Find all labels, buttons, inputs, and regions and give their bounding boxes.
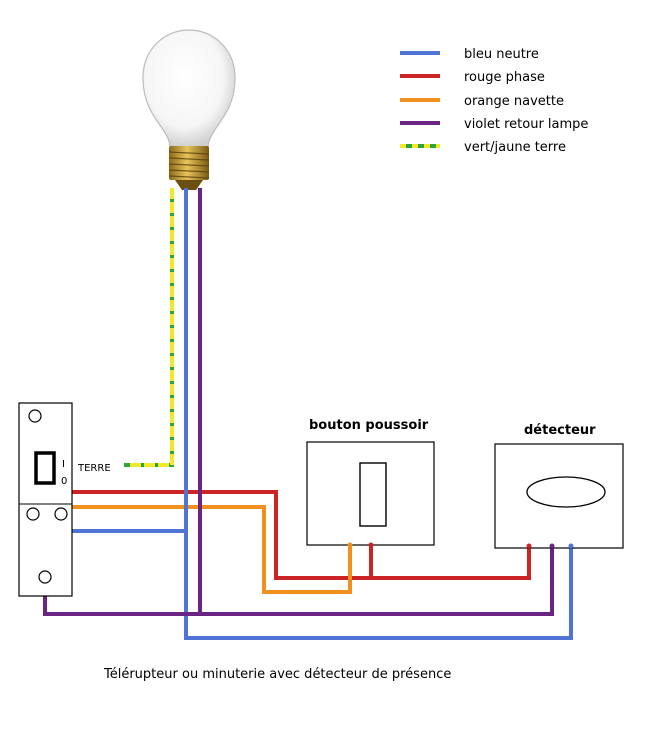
push-button-label: bouton poussoir	[309, 418, 429, 433]
push-button-icon	[306, 441, 435, 546]
wire-earth	[124, 188, 174, 467]
terminal-bottom	[38, 570, 52, 584]
legend-item-return: violet retour lampe	[400, 117, 588, 132]
relay-body	[18, 402, 73, 597]
wire-phase-detector	[274, 542, 531, 580]
legend-label: violet retour lampe	[464, 117, 588, 132]
legend-label: bleu neutre	[464, 47, 539, 62]
wire-traveler	[59, 505, 352, 594]
detector-lens	[526, 476, 606, 508]
push-button-rocker	[359, 462, 387, 527]
legend-item-traveler: orange navette	[400, 94, 564, 109]
legend-label: vert/jaune terre	[464, 140, 566, 155]
switch-off-label: 0	[61, 476, 67, 487]
wire-earth-stripe	[124, 188, 174, 467]
relay-switch-lever	[34, 451, 56, 485]
legend-item-earth: vert/jaune terre	[400, 140, 566, 155]
legend-label: orange navette	[464, 94, 564, 109]
diagram-caption: Télérupteur ou minuterie avec détecteur …	[103, 667, 451, 682]
wires	[28, 188, 573, 640]
earth-label: TERRE	[77, 463, 111, 474]
relay-module-icon: I 0	[18, 402, 73, 597]
wire-neutral	[184, 188, 573, 640]
light-bulb-icon	[142, 29, 236, 190]
legend: bleu neutre rouge phase orange navette v…	[400, 47, 588, 155]
terminal-right	[54, 507, 68, 521]
terminal-top	[28, 409, 42, 423]
legend-item-neutral: bleu neutre	[400, 47, 539, 62]
motion-detector-icon	[494, 443, 624, 549]
device-terminals	[347, 542, 574, 549]
detector-label: détecteur	[524, 423, 596, 438]
legend-item-phase: rouge phase	[400, 70, 545, 85]
switch-on-label: I	[62, 459, 65, 470]
legend-label: rouge phase	[464, 70, 545, 85]
terminal-left	[26, 507, 40, 521]
